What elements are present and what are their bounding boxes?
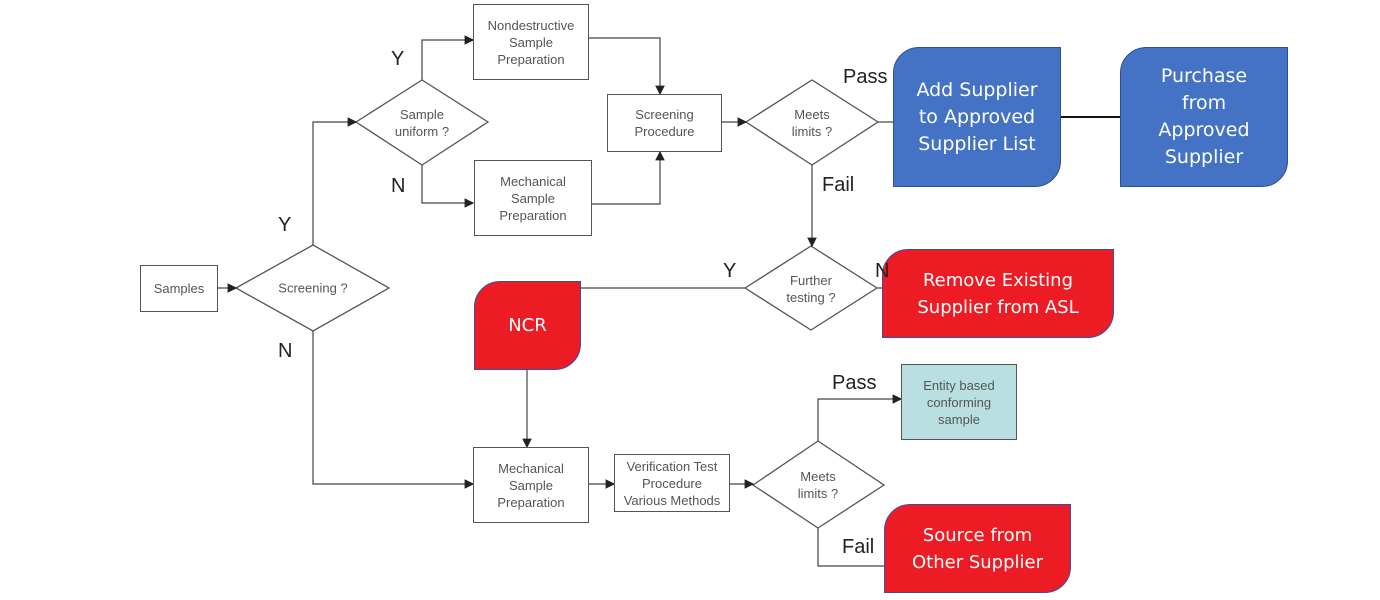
- edge-mechanical-screening: [592, 150, 665, 205]
- label-bottom-fail: Fail: [842, 536, 875, 558]
- nondestructive-prep-box: Nondestructive Sample Preparation: [473, 4, 589, 80]
- edge-screening-yes: [312, 117, 358, 245]
- screening-decision-text: Screening ?: [278, 280, 348, 296]
- edge-uniform-yes: [421, 35, 475, 80]
- screening-diamond: [234, 244, 391, 332]
- purchase-approved-box: Purchase from Approved Supplier: [1120, 47, 1288, 187]
- sample-uniform-text: Sample uniform ?: [394, 107, 450, 139]
- mechanical-prep-top-box: Mechanical Sample Preparation: [474, 160, 592, 236]
- screening-procedure-box: Screening Procedure: [607, 94, 722, 152]
- edge-nondestructive-screening: [589, 37, 665, 96]
- edge-screening-no: [312, 331, 475, 489]
- label-top-pass: Pass: [843, 66, 888, 88]
- verification-test-box: Verification Test Procedure Various Meth…: [614, 454, 730, 512]
- label-uniform-no: N: [391, 175, 406, 197]
- label-uniform-yes: Y: [391, 48, 405, 70]
- edge-bottom-fail: [817, 528, 884, 567]
- source-other-box: Source from Other Supplier: [884, 504, 1071, 593]
- sample-uniform-diamond: [354, 79, 490, 166]
- label-screening-no: N: [278, 340, 293, 362]
- entity-conforming-box: Entity based conforming sample: [901, 364, 1017, 440]
- edge-bottom-pass: [817, 394, 903, 441]
- samples-box: Samples: [140, 265, 218, 312]
- label-top-fail: Fail: [822, 174, 855, 196]
- label-screening-yes: Y: [278, 214, 292, 236]
- mechanical-prep-bottom-box: Mechanical Sample Preparation: [473, 447, 589, 523]
- label-bottom-pass: Pass: [832, 372, 877, 394]
- further-testing-text: Further testing ?: [786, 273, 836, 305]
- meets-limits-bottom-diamond: [751, 440, 886, 529]
- label-further-no: N: [875, 260, 890, 282]
- meets-limits-bottom-text: Meets limits ?: [797, 469, 839, 501]
- label-further-yes: Y: [723, 260, 737, 282]
- ncr-box: NCR: [474, 281, 581, 370]
- add-supplier-box: Add Supplier to Approved Supplier List: [893, 47, 1061, 187]
- edge-uniform-no: [421, 165, 475, 208]
- meets-limits-top-text: Meets limits ?: [791, 107, 833, 139]
- remove-supplier-box: Remove Existing Supplier from ASL: [882, 249, 1114, 338]
